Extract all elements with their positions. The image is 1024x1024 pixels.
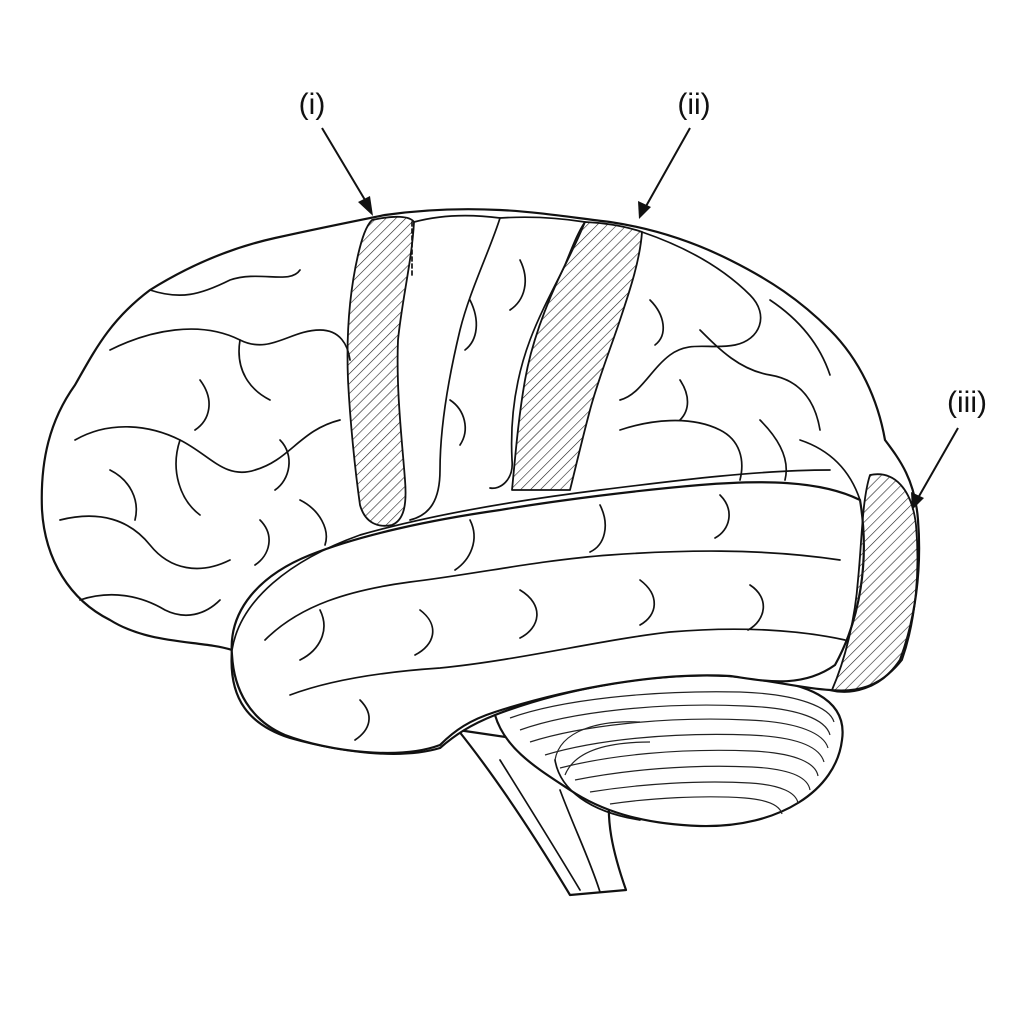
arrow-iii bbox=[911, 427, 959, 510]
cerebellum bbox=[493, 674, 844, 828]
temporal-gyrus-line bbox=[289, 628, 846, 696]
label-ii: (ii) bbox=[677, 88, 710, 121]
postcentral-gyrus-line bbox=[409, 214, 501, 521]
brainstem-inner-line bbox=[499, 759, 581, 891]
label-iii: (iii) bbox=[947, 386, 987, 419]
label-i: (i) bbox=[299, 88, 326, 121]
arrow-ii bbox=[638, 127, 691, 219]
frontal-gyrus-line bbox=[74, 419, 341, 474]
occipital-hatched-region bbox=[831, 473, 919, 692]
arrow-i bbox=[321, 127, 373, 216]
temporal-gyrus-line bbox=[264, 550, 841, 641]
parietal-hatched-region bbox=[511, 221, 643, 491]
lateral-sulcus bbox=[231, 469, 831, 651]
frontal-gyrus-line bbox=[109, 328, 351, 361]
parietal-gyrus-line bbox=[619, 231, 762, 401]
brainstem-inner-line bbox=[559, 789, 601, 893]
precentral-gyrus-hatched-region bbox=[346, 215, 415, 527]
